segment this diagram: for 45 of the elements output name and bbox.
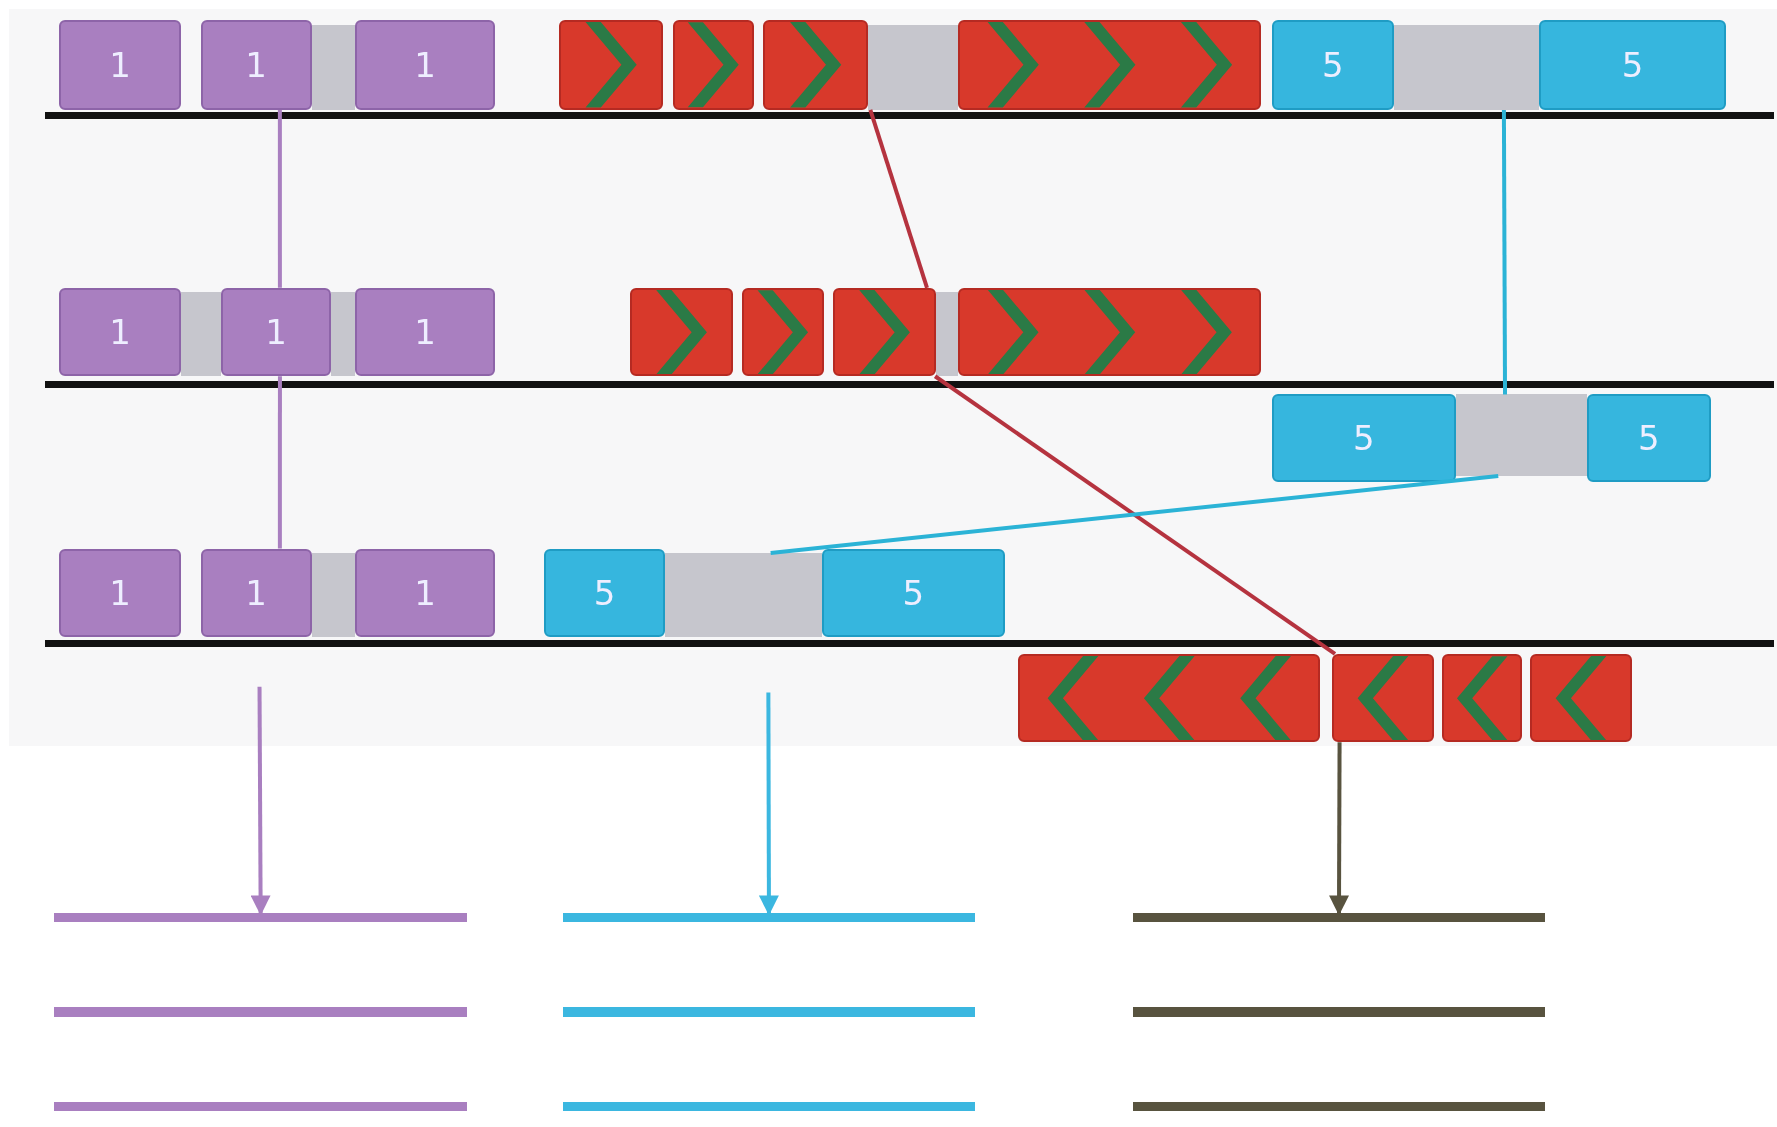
gap-segment — [936, 292, 958, 377]
gene-box: 1 — [200, 548, 312, 637]
gap-segment — [181, 292, 221, 377]
gap-segment — [311, 24, 355, 110]
gene-box: 1 — [58, 548, 182, 637]
connector-line — [868, 109, 929, 289]
gene-arrow-block — [957, 287, 1262, 377]
gene-box: 1 — [200, 20, 312, 110]
arrow — [250, 686, 271, 916]
gene-arrow-block — [832, 287, 937, 377]
gene-box: 5 — [1586, 394, 1712, 482]
connector-line — [277, 109, 282, 288]
gene-arrow-block — [957, 20, 1262, 110]
gap-segment — [665, 553, 822, 637]
connector-line — [1501, 109, 1507, 395]
gene-box: 1 — [58, 287, 182, 377]
gene-box: 5 — [821, 548, 1006, 637]
gene-arrow-block — [1331, 653, 1434, 743]
gene-box: 5 — [543, 548, 666, 637]
gene-box: 1 — [354, 20, 496, 110]
gene-box: 1 — [354, 548, 496, 637]
gene-arrow-block — [558, 20, 663, 110]
connector-line — [770, 474, 1499, 556]
arrow — [1329, 742, 1350, 916]
gene-arrow-block — [1529, 653, 1632, 743]
gene-box: 5 — [1539, 20, 1726, 110]
connector-line — [933, 374, 1337, 656]
arrow — [758, 692, 779, 916]
gene-arrow-block — [762, 20, 869, 110]
gene-box: 1 — [221, 287, 331, 377]
gene-box: 5 — [1271, 394, 1457, 482]
gap-segment — [868, 24, 958, 110]
gap-segment — [1456, 394, 1587, 476]
gene-arrow-block — [1441, 653, 1522, 743]
gene-arrow-block — [630, 287, 734, 377]
gene-arrow-block — [742, 287, 824, 377]
gap-segment — [330, 292, 355, 377]
gene-box: 1 — [354, 287, 496, 377]
gap-segment — [311, 553, 355, 637]
gap-segment — [1393, 24, 1539, 110]
gene-box: 5 — [1271, 20, 1394, 110]
gene-box: 1 — [58, 20, 182, 110]
gene-arrow-block — [673, 20, 754, 110]
gene-arrow-block — [1017, 653, 1321, 743]
connector-line — [277, 376, 282, 549]
